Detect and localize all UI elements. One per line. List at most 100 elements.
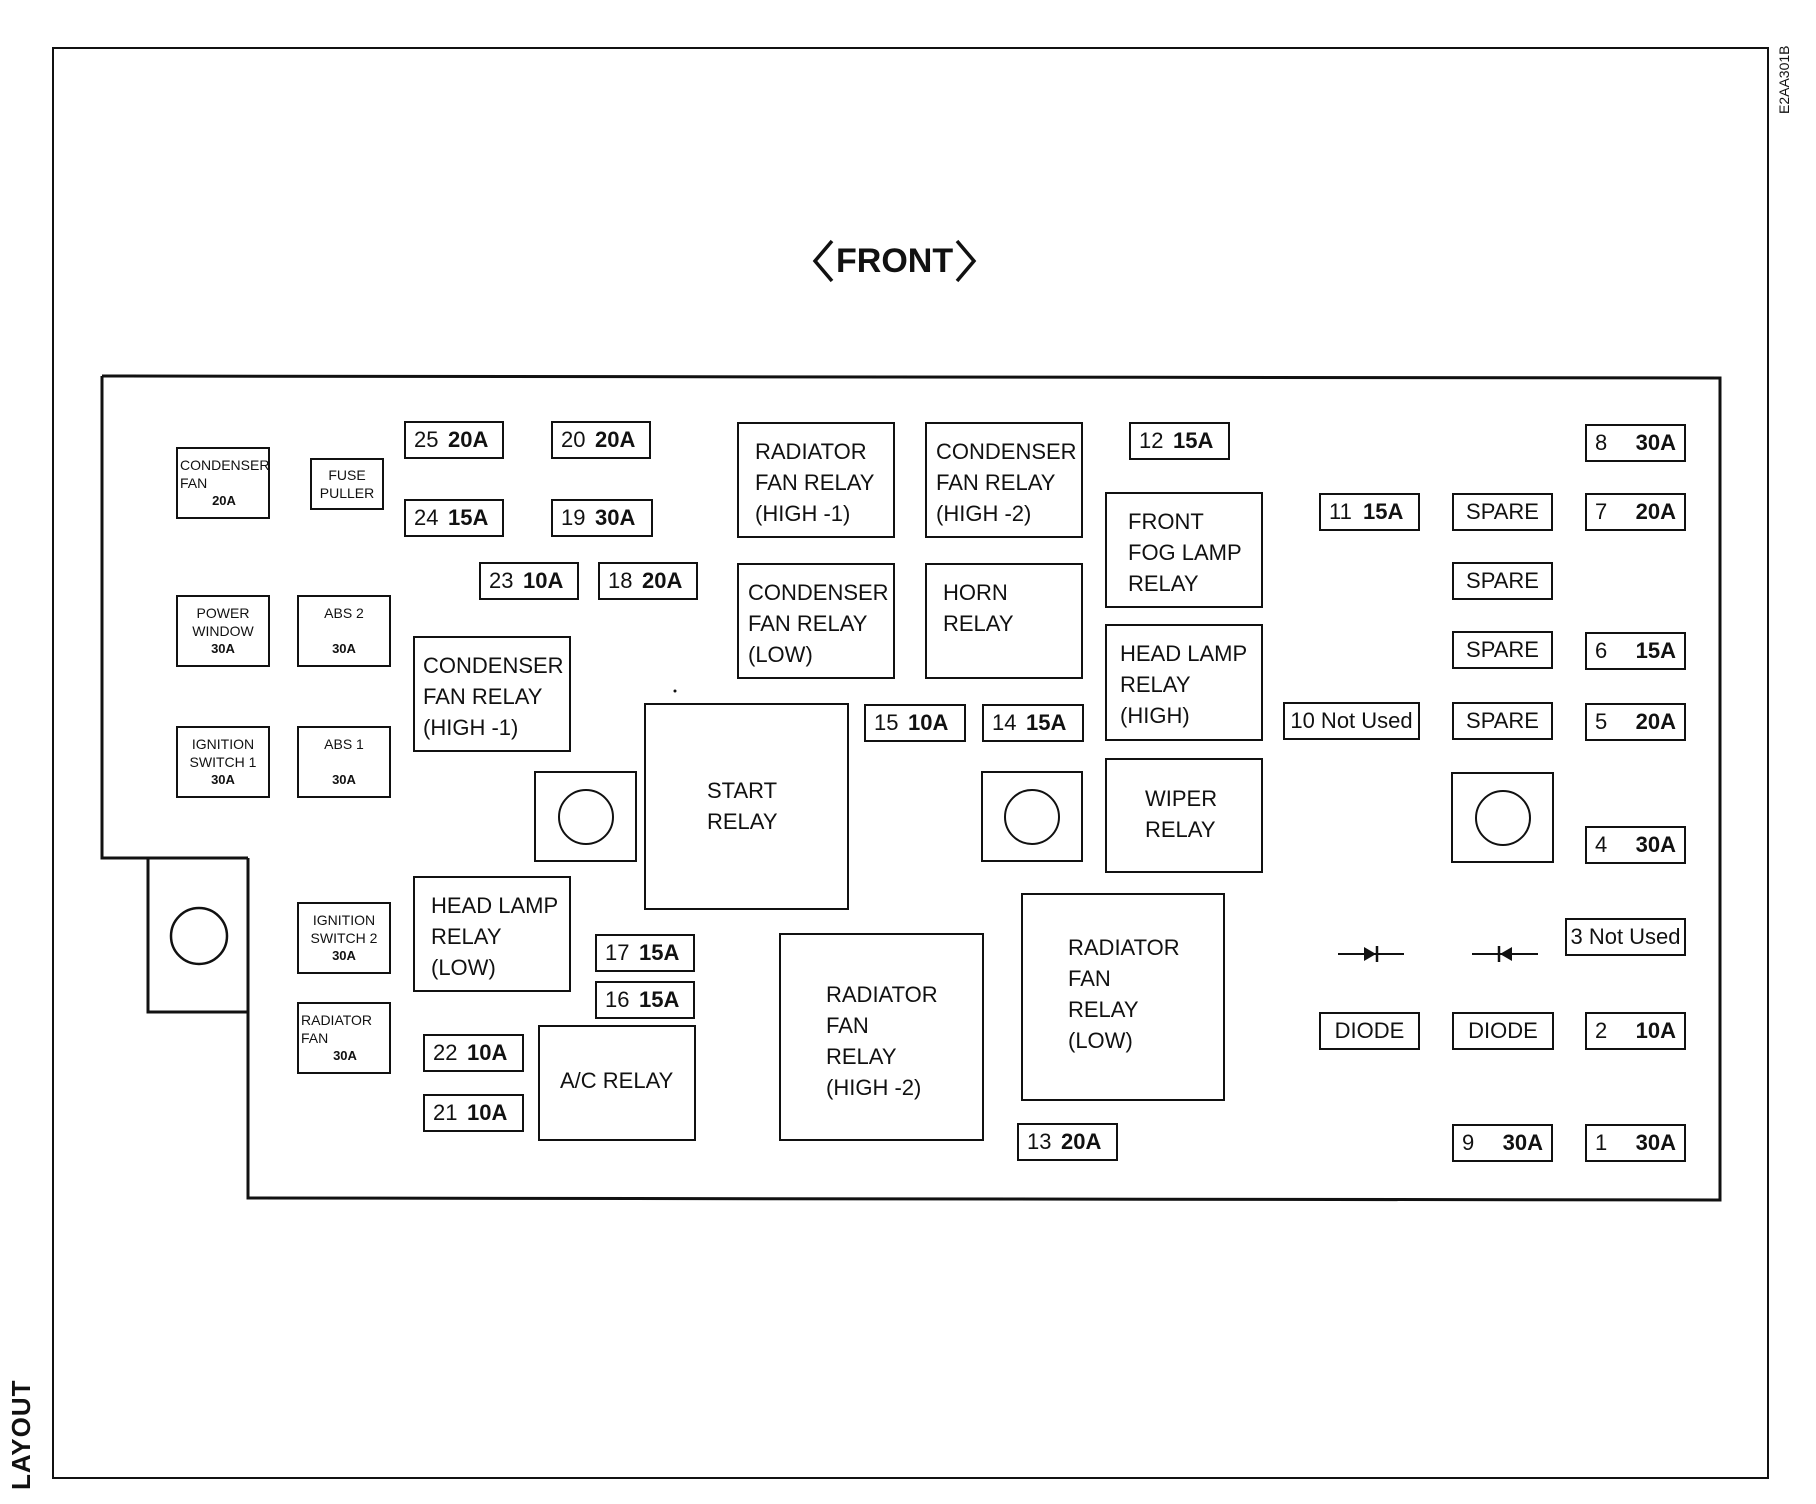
left-angle-icon <box>812 239 834 283</box>
fuse-number: 7 <box>1595 499 1608 524</box>
fuse-amp: 15A <box>639 940 680 965</box>
radiator-fan-relay-low: RADIATOR FAN RELAY (LOW) <box>1021 893 1225 1101</box>
mounting-post <box>981 771 1083 862</box>
front-heading: FRONT <box>812 232 977 290</box>
relay-label: FAN RELAY <box>755 470 875 495</box>
small-label: RADIATOR <box>301 1012 373 1028</box>
fuse-number: 19 <box>561 505 586 530</box>
fuse-amp: 20A <box>595 427 636 452</box>
diode-icon <box>1472 946 1538 962</box>
fuse-8: 8 30A <box>1585 424 1686 462</box>
fuse-amp: 10A <box>908 710 949 735</box>
small-label: FAN <box>301 1030 329 1046</box>
fuse-amp: 10A <box>467 1100 508 1125</box>
relay-label: RELAY <box>943 611 1014 636</box>
fuse-abs-1: ABS 1 30A <box>297 726 391 798</box>
fuse-amp: 20A <box>1635 709 1676 734</box>
small-label: FUSE <box>328 467 366 483</box>
fuse-amp: 15A <box>448 505 489 530</box>
radiator-fan-relay-high-2: RADIATOR FAN RELAY (HIGH -2) <box>779 933 984 1141</box>
relay-label: A/C RELAY <box>560 1068 674 1093</box>
relay-label: FAN RELAY <box>936 470 1056 495</box>
front-fog-lamp-relay: FRONT FOG LAMP RELAY <box>1105 492 1263 608</box>
small-label: FAN <box>180 475 208 491</box>
spare-slot: SPARE <box>1452 631 1553 669</box>
fuse-number: 21 <box>433 1100 458 1125</box>
small-amp: 30A <box>332 641 356 656</box>
relay-label: RELAY <box>1120 672 1191 697</box>
fuse-amp: 20A <box>448 427 489 452</box>
fuse-abs-2: ABS 2 30A <box>297 595 391 667</box>
small-label: PULLER <box>319 485 375 501</box>
small-amp: 30A <box>211 641 235 656</box>
fuse-number: 6 <box>1595 638 1608 663</box>
fuse-number: 1 <box>1595 1130 1608 1155</box>
relay-label: (LOW) <box>748 642 813 667</box>
small-label: ABS 1 <box>324 736 364 752</box>
fuse-number: 5 <box>1595 709 1608 734</box>
fuse-number: 25 <box>414 427 439 452</box>
mount-hole <box>557 788 614 845</box>
diode-icon <box>1338 946 1404 962</box>
fuse-power-window: POWER WINDOW 30A <box>176 595 270 667</box>
fuse-number: 8 <box>1595 430 1608 455</box>
start-relay: START RELAY <box>644 703 849 910</box>
fuse-amp: 15A <box>1173 428 1214 453</box>
small-amp: 20A <box>212 493 236 508</box>
fuse-puller: FUSE PULLER <box>310 458 384 510</box>
ac-relay: A/C RELAY <box>538 1025 696 1141</box>
fuse-number: 9 <box>1462 1130 1475 1155</box>
fuse-amp: 20A <box>1061 1129 1102 1154</box>
fuse-amp: 10A <box>523 568 564 593</box>
fuse-amp: 10A <box>467 1040 508 1065</box>
fuse-13: 13 20A <box>1017 1123 1118 1161</box>
fuse-number: 22 <box>433 1040 458 1065</box>
fuse-19: 19 30A <box>551 499 653 537</box>
fuse-ignition-switch-2: IGNITION SWITCH 2 30A <box>297 902 391 974</box>
fuse-number: 23 <box>489 568 514 593</box>
fuse-number: 17 <box>605 940 630 965</box>
fuse-amp: 30A <box>595 505 636 530</box>
fuse-number: 13 <box>1027 1129 1052 1154</box>
fuse-number: 20 <box>561 427 586 452</box>
small-amp: 30A <box>333 1048 357 1063</box>
diode-slot: DIODE <box>1452 1012 1554 1050</box>
mount-hole <box>1004 788 1060 845</box>
fuse-ignition-switch-1: IGNITION SWITCH 1 30A <box>176 726 270 798</box>
small-label: ABS 2 <box>324 605 364 621</box>
relay-label: (HIGH -2) <box>936 501 1032 526</box>
relay-label: RELAY <box>1068 997 1139 1022</box>
spare-slot: SPARE <box>1452 493 1553 531</box>
mounting-post <box>1451 772 1554 863</box>
spare-slot: SPARE <box>1452 702 1553 740</box>
relay-label: RELAY <box>431 924 502 949</box>
fuse-amp: 10A <box>1635 1018 1676 1043</box>
fuse-10-not-used: 10 Not Used <box>1283 702 1420 740</box>
fuse-amp: 30A <box>1635 430 1676 455</box>
relay-label: RELAY <box>1128 571 1199 596</box>
fuse-number: 11 <box>1329 499 1352 524</box>
relay-label: CONDENSER <box>748 580 889 605</box>
fuse-number: 16 <box>605 987 630 1012</box>
relay-label: RADIATOR <box>826 982 938 1007</box>
relay-label: (HIGH -1) <box>423 715 519 740</box>
fuse-22: 22 10A <box>423 1034 524 1072</box>
small-label: SWITCH 2 <box>310 930 378 946</box>
relay-label: HEAD LAMP <box>1120 641 1248 666</box>
fuse-21: 21 10A <box>423 1094 524 1132</box>
small-amp: 30A <box>332 772 356 787</box>
fuse-3-not-used: 3 Not Used <box>1565 918 1686 956</box>
fuse-amp: 15A <box>1635 638 1676 663</box>
radiator-fan-relay-high-1: RADIATOR FAN RELAY (HIGH -1) <box>737 422 895 538</box>
relay-label: RADIATOR <box>1068 935 1180 960</box>
fuse-20: 20 20A <box>551 421 651 459</box>
relay-label: FOG LAMP <box>1128 540 1242 565</box>
relay-label: FAN <box>1068 966 1111 991</box>
